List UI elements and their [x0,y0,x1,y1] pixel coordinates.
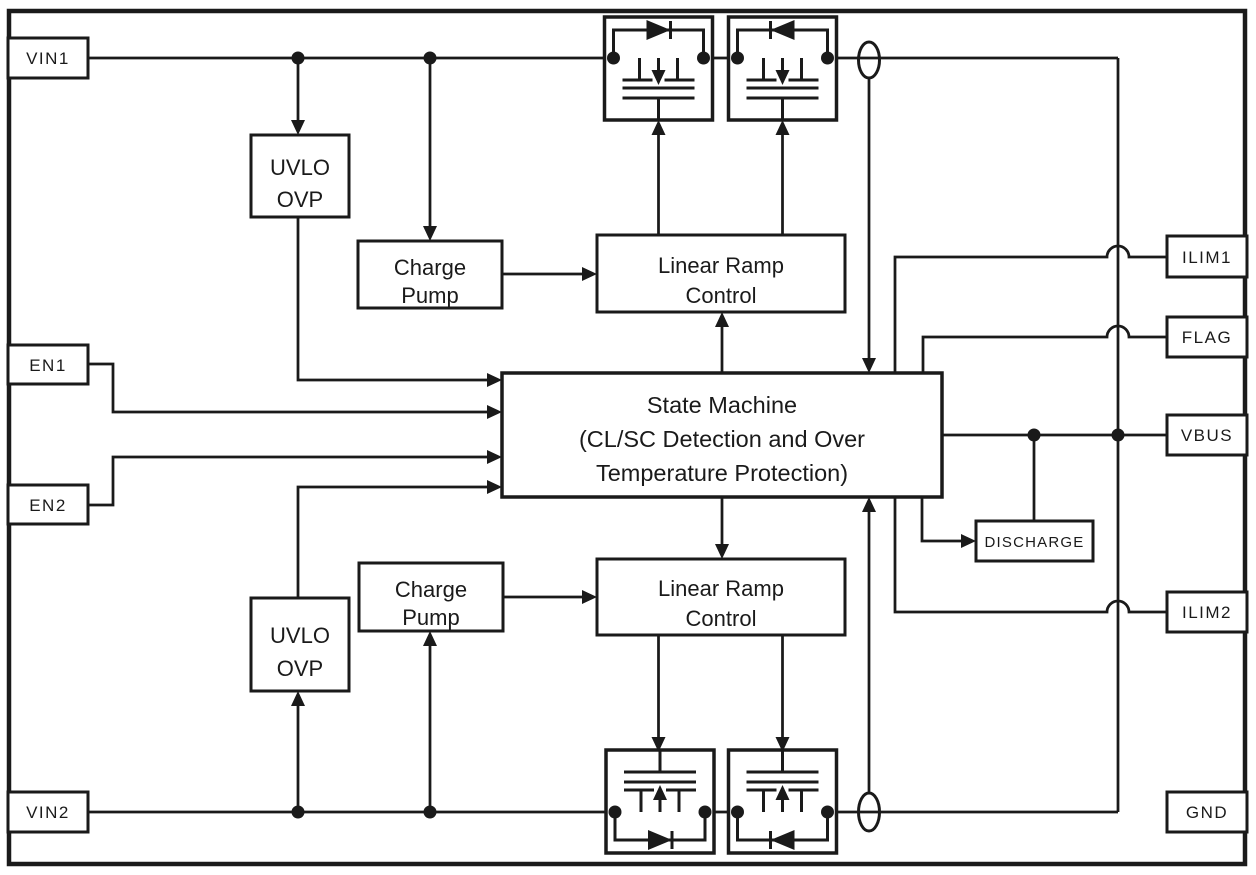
pin-ilim2-label: ILIM2 [1182,603,1232,622]
arrow-sense-top-into-sm [862,358,876,373]
block-linear-ramp-bottom: Linear Ramp Control [595,557,847,637]
pin-gnd: GND [1165,790,1249,834]
arrow-gate2-left [651,737,666,752]
pin-vbus-label: VBUS [1181,426,1233,445]
pin-flag: FLAG [1165,315,1249,359]
wire-en1-to-sm [88,362,489,414]
arrow-sm-to-ramp1 [715,312,729,327]
current-sense-bottom-icon [857,791,881,833]
linear-ramp-top-line2: Control [686,283,757,308]
wire-uvlo2-to-sm [296,485,489,598]
pin-en1: EN1 [6,343,90,386]
pin-ilim2: ILIM2 [1165,590,1249,634]
wire-uvlo1-to-sm [296,217,489,382]
junction-dots [291,51,1125,819]
uvlo-bottom-line2: OVP [277,656,323,681]
state-machine-line3: Temperature Protection) [596,460,848,486]
state-machine-line2: (CL/SC Detection and Over [579,426,865,452]
uvlo-top-line2: OVP [277,187,323,212]
pin-vin1: VIN1 [6,36,90,80]
state-machine-line1: State Machine [647,392,797,418]
mosfet-bottom-left [604,748,716,855]
block-uvlo-ovp-top: UVLO OVP [249,133,351,219]
arrow-into-charge-pump1 [423,226,437,241]
block-discharge: DISCHARGE [974,519,1095,563]
arrow-sense-bottom-into-sm [862,497,876,512]
pin-flag-label: FLAG [1182,328,1232,347]
wire-flag [921,324,1167,373]
linear-ramp-top-line1: Linear Ramp [658,253,784,278]
linear-ramp-bottom-line2: Control [686,606,757,631]
block-state-machine: State Machine (CL/SC Detection and Over … [500,371,944,499]
arrow-into-discharge [961,534,976,548]
wire-en2-to-sm [88,455,489,507]
wire-sm-to-discharge [920,497,963,543]
pin-vin1-label: VIN1 [26,49,70,68]
arrow-en1-into-sm [487,405,502,419]
wires [88,56,1167,814]
arrow-into-uvlo2 [291,691,305,706]
arrow-into-ramp1 [582,267,597,281]
pin-en1-label: EN1 [29,356,67,375]
block-linear-ramp-top: Linear Ramp Control [595,233,847,314]
arrow-into-ramp2 [582,590,597,604]
uvlo-top-line1: UVLO [270,155,330,180]
pin-vin2-label: VIN2 [26,803,70,822]
pin-vin2: VIN2 [6,790,90,834]
current-sense-top-icon [857,40,881,80]
block-charge-pump-bottom: Charge Pump [357,561,505,633]
arrow-gate2-right [775,737,790,752]
wire-ilim2 [893,497,1167,614]
uvlo-bottom-line1: UVLO [270,623,330,648]
arrow-into-uvlo1 [291,120,305,135]
pin-ilim1-label: ILIM1 [1182,248,1232,267]
pin-gnd-label: GND [1186,803,1228,822]
mosfet-bottom-right [726,748,839,855]
arrow-gate1-left [651,120,666,135]
pin-en2: EN2 [6,483,90,526]
charge-pump-top-line1: Charge [394,255,466,280]
discharge-label: DISCHARGE [985,534,1085,551]
charge-pump-bottom-line1: Charge [395,577,467,602]
arrowheads [291,120,976,752]
arrow-into-charge-pump2 [423,631,437,646]
arrow-uvlo1-into-sm [487,373,502,387]
arrow-sm-to-ramp2 [715,544,729,559]
mosfet-top-left [602,15,715,122]
charge-pump-top-line2: Pump [401,283,458,308]
arrow-uvlo2-into-sm [487,480,502,494]
arrow-en2-into-sm [487,450,502,464]
pin-ilim1: ILIM1 [1165,234,1249,279]
arrow-gate1-right [775,120,790,135]
pin-vbus: VBUS [1165,413,1249,457]
charge-pump-bottom-line2: Pump [402,605,459,630]
block-uvlo-ovp-bottom: UVLO OVP [249,596,351,693]
linear-ramp-bottom-line1: Linear Ramp [658,576,784,601]
wire-ilim1 [893,244,1167,373]
mosfet-top-right [726,15,839,122]
block-charge-pump-top: Charge Pump [356,239,504,310]
pin-en2-label: EN2 [29,496,67,515]
